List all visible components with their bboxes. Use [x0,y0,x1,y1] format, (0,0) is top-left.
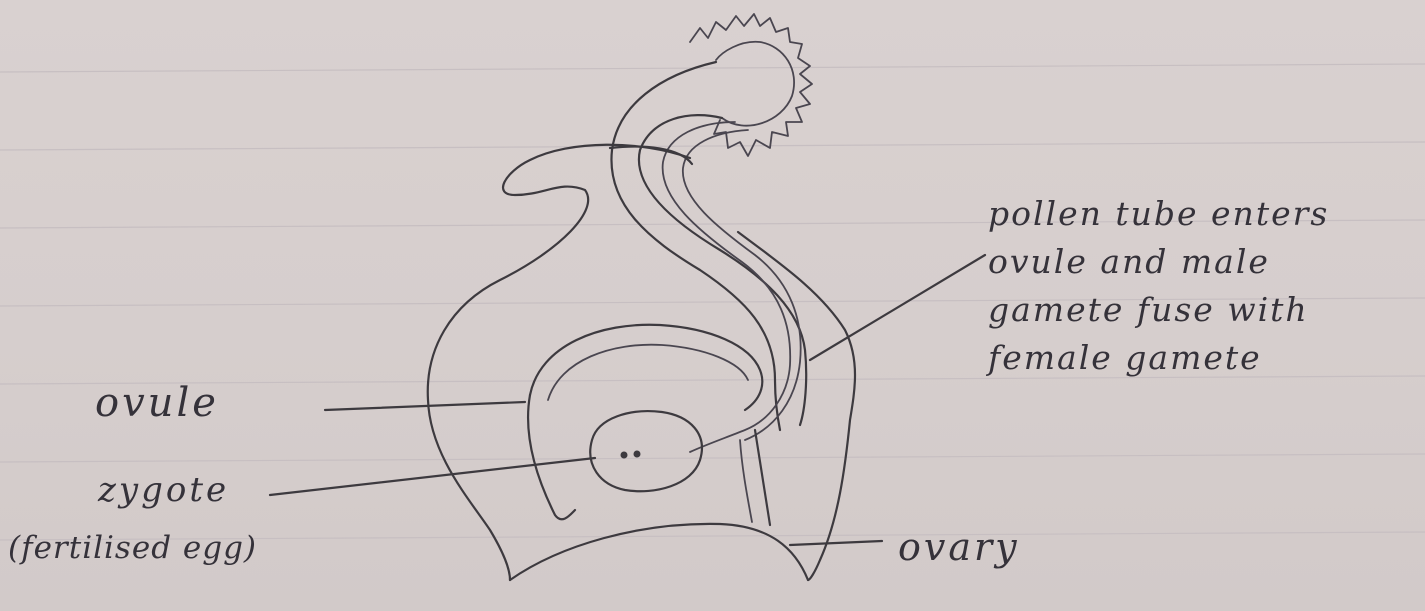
ovary-base [510,524,808,580]
ovary-wall [428,145,690,580]
label-pollen-tube-line-4: female gamete [988,334,1329,382]
ovule-wall-outer-left [528,395,575,519]
zygote-nucleus-left [621,452,628,459]
ovule-wall-right-inner [740,440,752,522]
ovary-wall-right [738,232,855,580]
pollen-tube [663,122,791,452]
label-zygote: zygote [98,470,229,510]
label-ovule: ovule [95,380,219,426]
label-pollen-tube-line-3: gamete fuse with [988,286,1329,334]
label-pollen-tube-line-1: pollen tube enters [988,190,1329,238]
leader-zygote [270,458,595,495]
leader-ovary [790,541,882,545]
ovule-wall-right [755,430,770,525]
label-pollen-tube: pollen tube enters ovule and male gamete… [988,190,1329,382]
embryo-sac [590,411,702,491]
leader-pollen-tube [810,255,985,360]
style-wall-right [639,115,806,425]
style-wall-left [611,62,780,430]
ovule-wall-outer [530,325,762,410]
zygote-nucleus-right [634,451,641,458]
label-pollen-tube-line-2: ovule and male [988,238,1329,286]
ovule-wall-inner [548,345,748,400]
ovary-wall-top [610,147,692,164]
stigma-inner [716,42,794,126]
label-zygote-note: (fertilised egg) [8,530,257,566]
label-ovary: ovary [898,525,1020,569]
leader-ovule [325,402,525,410]
